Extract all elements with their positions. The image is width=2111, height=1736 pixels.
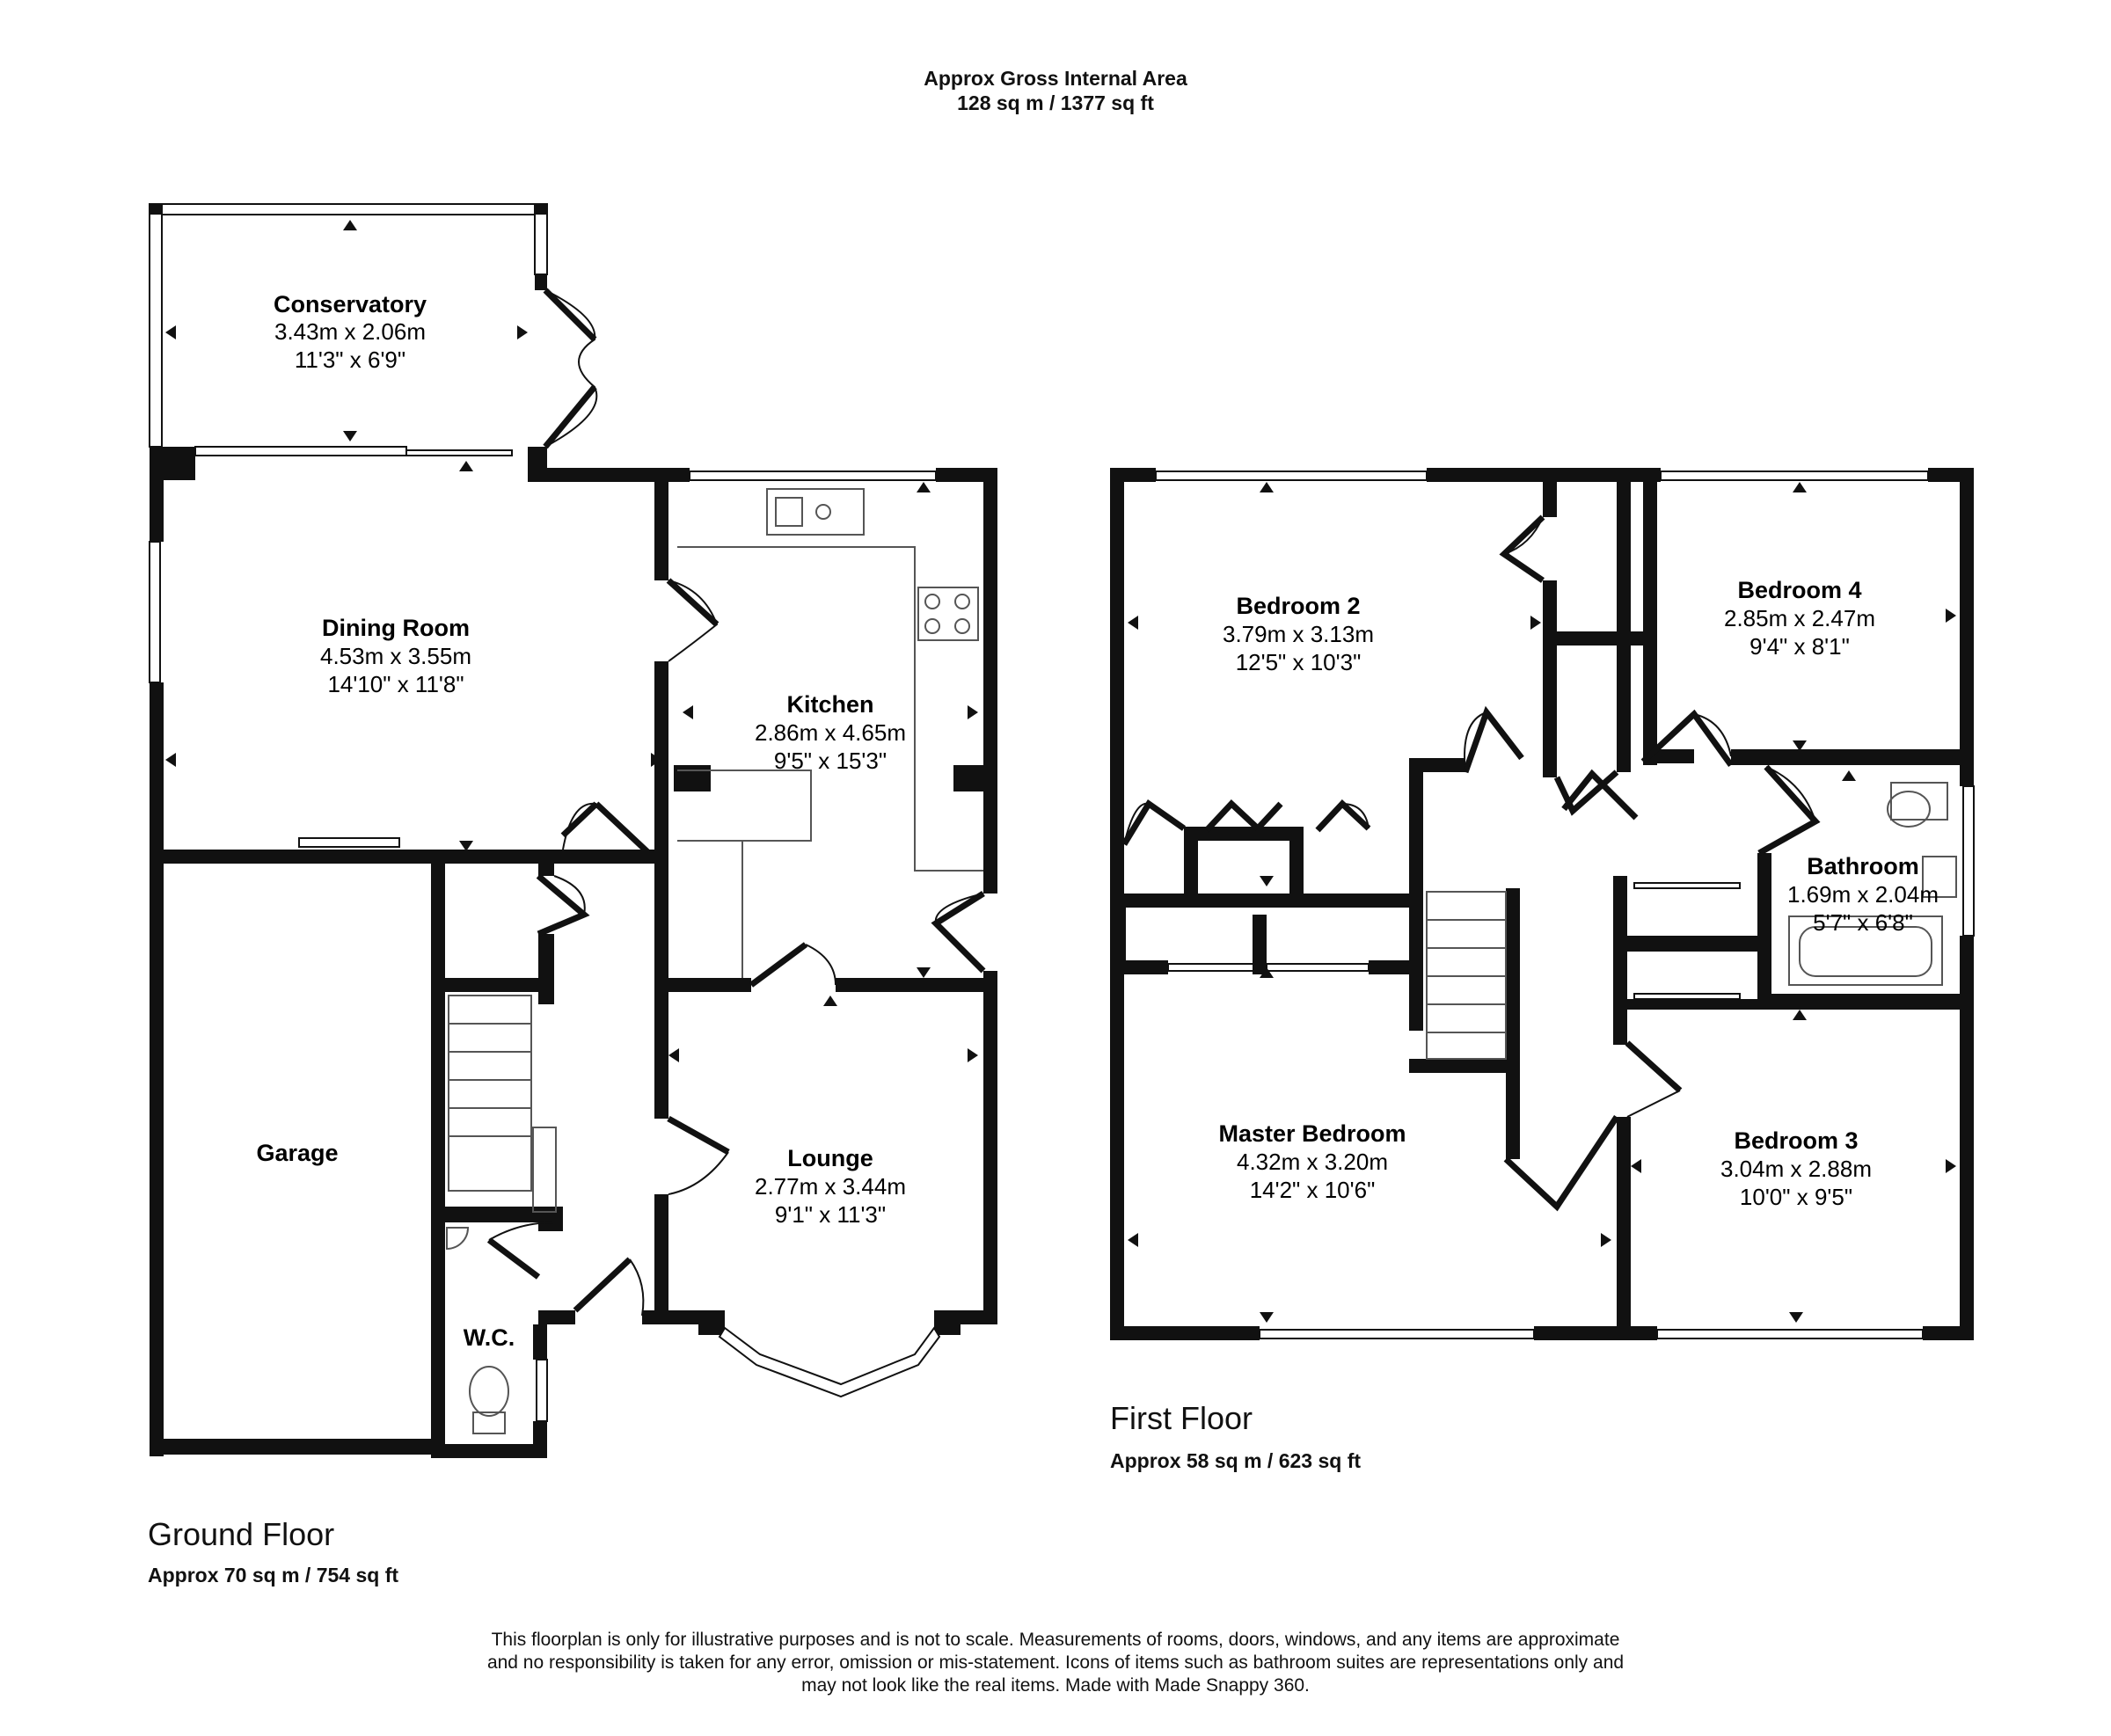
bedroom-2-metric: 3.79m x 3.13m	[1223, 621, 1374, 647]
measurement-arrow-icon	[1128, 1233, 1138, 1247]
bathroom-basin-icon	[1922, 856, 1957, 898]
measurement-arrow-icon	[823, 996, 837, 1006]
dining-room-imperial: 14'10" x 11'8"	[327, 671, 464, 697]
master-bedroom-imperial: 14'2" x 10'6"	[1250, 1177, 1376, 1203]
disclaimer-line-3: may not look like the real items. Made w…	[801, 1675, 1310, 1696]
measurement-arrow-icon	[459, 841, 473, 851]
kitchen-imperial: 9'5" x 15'3"	[774, 748, 887, 774]
bedroom-4-label: Bedroom 4	[1737, 577, 1861, 603]
bedroom-3-metric: 3.04m x 2.88m	[1720, 1156, 1872, 1182]
bedroom-3-label: Bedroom 3	[1734, 1127, 1858, 1154]
measurement-arrow-icon	[1128, 616, 1138, 630]
bathroom-imperial: 5'7" x 6'8"	[1813, 909, 1913, 936]
measurement-arrow-icon	[1842, 770, 1856, 781]
measurement-arrow-icon	[1793, 1010, 1807, 1020]
measurement-arrow-icon	[165, 325, 176, 339]
bathroom-metric: 1.69m x 2.04m	[1787, 881, 1939, 908]
lounge-metric: 2.77m x 3.44m	[755, 1173, 906, 1200]
master-bedroom-label: Master Bedroom	[1218, 1120, 1406, 1147]
lounge-label: Lounge	[787, 1145, 873, 1171]
measurement-arrow-icon	[1260, 482, 1274, 492]
measurement-arrow-icon	[1601, 1233, 1611, 1247]
measurement-arrow-icon	[1260, 1312, 1274, 1323]
measurement-arrow-icon	[517, 325, 528, 339]
measurement-arrow-icon	[651, 753, 661, 767]
lounge-imperial: 9'1" x 11'3"	[775, 1201, 886, 1228]
kitchen-label: Kitchen	[786, 691, 873, 718]
bedroom-2-label: Bedroom 2	[1236, 593, 1360, 619]
gross-area-value: 128 sq m / 1377 sq ft	[957, 91, 1154, 114]
dining-room-metric: 4.53m x 3.55m	[320, 643, 471, 669]
measurement-arrow-icon	[1793, 482, 1807, 492]
measurement-arrow-icon	[1631, 1159, 1641, 1173]
bathroom-toilet-icon	[1890, 782, 1948, 821]
measurement-arrow-icon	[1260, 967, 1274, 978]
ground-stairs-icon	[448, 995, 532, 1192]
gross-area-title: Approx Gross Internal Area	[924, 67, 1187, 90]
disclaimer-line-2: and no responsibility is taken for any e…	[486, 1652, 1625, 1673]
measurement-arrow-icon	[683, 705, 693, 719]
disclaimer-line-1: This floorplan is only for illustrative …	[491, 1630, 1620, 1650]
measurement-arrow-icon	[968, 705, 978, 719]
measurement-arrow-icon	[668, 1048, 679, 1062]
first-floor-title: First Floor	[1110, 1400, 1253, 1436]
measurement-arrow-icon	[1946, 609, 1956, 623]
first-floor-area: Approx 58 sq m / 623 sq ft	[1110, 1449, 1362, 1472]
kitchen-sink-icon	[766, 488, 865, 536]
ground-floor-plan	[149, 203, 997, 1458]
measurement-arrow-icon	[459, 461, 473, 471]
measurement-arrow-icon	[1946, 1159, 1956, 1173]
first-floor-plan	[1110, 468, 1975, 1340]
measurement-arrow-icon	[968, 1048, 978, 1062]
bedroom-4-imperial: 9'4" x 8'1"	[1749, 633, 1850, 660]
measurement-arrow-icon	[343, 220, 357, 230]
master-bedroom-metric: 4.32m x 3.20m	[1237, 1149, 1388, 1175]
conservatory-label: Conservatory	[274, 291, 427, 317]
ground-floor-title: Ground Floor	[148, 1516, 335, 1552]
conservatory-top-window	[149, 203, 548, 215]
measurement-arrow-icon	[1789, 1312, 1803, 1323]
kitchen-metric: 2.86m x 4.65m	[755, 719, 906, 746]
bedroom-4-metric: 2.85m x 2.47m	[1724, 605, 1875, 631]
kitchen-hob-icon	[917, 587, 979, 641]
bathroom-bath-icon	[1788, 915, 1943, 986]
wc-toilet-icon	[469, 1366, 509, 1417]
dining-room-label: Dining Room	[322, 615, 470, 641]
conservatory-metric: 3.43m x 2.06m	[274, 318, 426, 345]
measurement-arrow-icon	[1647, 609, 1657, 623]
bedroom-3-imperial: 10'0" x 9'5"	[1740, 1184, 1852, 1210]
measurement-arrow-icon	[1793, 740, 1807, 751]
measurement-arrow-icon	[917, 482, 931, 492]
bathroom-label: Bathroom	[1807, 853, 1919, 879]
bedroom-2-imperial: 12'5" x 10'3"	[1236, 649, 1362, 675]
measurement-arrow-icon	[343, 431, 357, 441]
measurement-arrow-icon	[1530, 616, 1541, 630]
conservatory-imperial: 11'3" x 6'9"	[295, 346, 405, 373]
ground-floor-area: Approx 70 sq m / 754 sq ft	[148, 1564, 399, 1586]
wc-label: W.C.	[464, 1324, 515, 1351]
disclaimer: This floorplan is only for illustrative …	[352, 1629, 1759, 1697]
garage-label: Garage	[256, 1140, 338, 1166]
conservatory-left-window	[149, 203, 163, 448]
measurement-arrow-icon	[165, 753, 176, 767]
measurement-arrows	[165, 220, 1956, 1323]
measurement-arrow-icon	[1260, 876, 1274, 886]
measurement-arrow-icon	[917, 967, 931, 978]
wc-basin-icon	[446, 1227, 470, 1251]
